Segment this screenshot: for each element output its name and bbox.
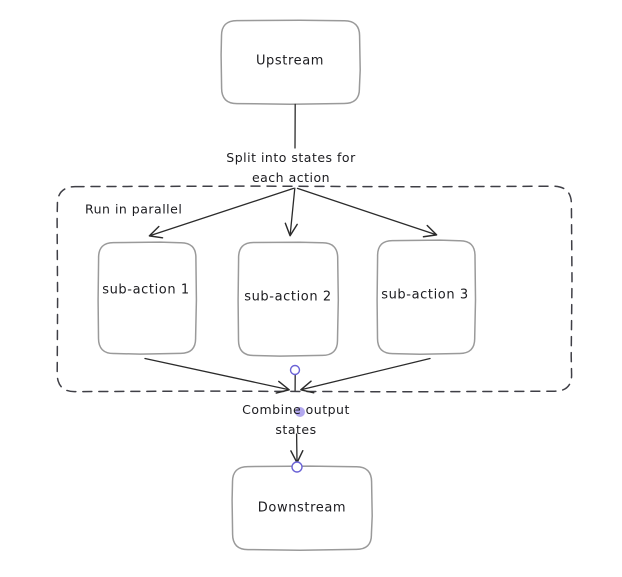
edge-sub-action-1-to-combine: [144, 357, 290, 394]
edge-split-to-sub-action-3: [296, 187, 438, 238]
node-sub-action-2[interactable]: [237, 241, 340, 357]
edge-split-to-sub-action-1: [148, 187, 295, 239]
edge-sub-action-3-to-combine: [300, 357, 431, 394]
edge-split-to-sub-action-2: [284, 187, 298, 237]
group-run-in-parallel: [56, 185, 573, 393]
anchor-combine-dot[interactable]: [295, 407, 305, 417]
node-downstream[interactable]: [231, 465, 373, 551]
node-sub-action-3[interactable]: [376, 239, 477, 355]
anchor-combine-ring[interactable]: [289, 364, 301, 376]
node-upstream[interactable]: [220, 19, 361, 105]
anchor-downstream-ring[interactable]: [291, 461, 303, 473]
node-sub-action-1[interactable]: [97, 241, 198, 355]
